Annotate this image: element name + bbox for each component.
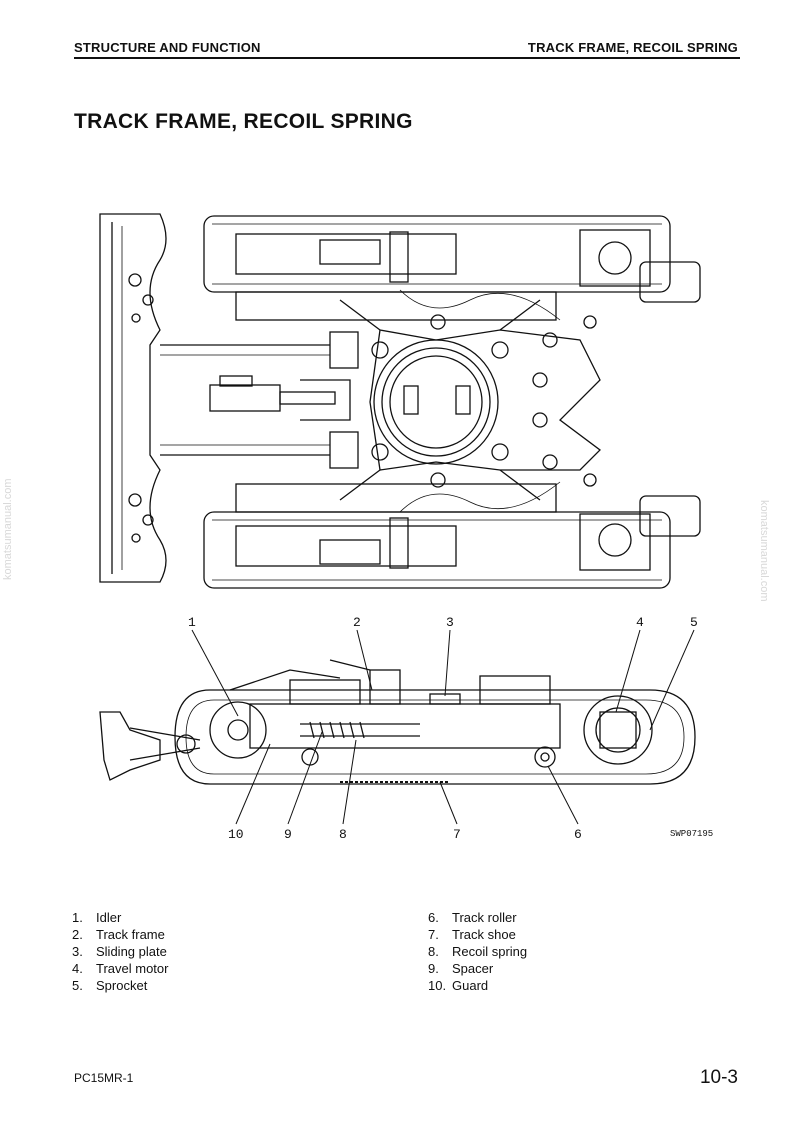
- callout-2: 2: [353, 615, 361, 630]
- legend-num: 6.: [428, 910, 439, 925]
- figure-code: SWP07195: [670, 829, 713, 839]
- legend-item: 2. Track frame: [72, 926, 168, 943]
- legend-item: 1. Idler: [72, 909, 168, 926]
- legend-label: Travel motor: [96, 961, 169, 976]
- legend-right: 6. Track roller 7. Track shoe 8. Recoil spr…: [428, 909, 527, 994]
- header-rule: [74, 57, 740, 59]
- legend-item: 4. Travel motor: [72, 960, 168, 977]
- header-section: STRUCTURE AND FUNCTION: [74, 40, 261, 55]
- legend-num: 8.: [428, 944, 439, 959]
- legend-item: 8. Recoil spring: [428, 943, 527, 960]
- legend-num: 3.: [72, 944, 83, 959]
- legend-item: 6. Track roller: [428, 909, 527, 926]
- legend-num: 7.: [428, 927, 439, 942]
- callout-1: 1: [188, 615, 196, 630]
- legend-label: Sprocket: [96, 978, 148, 993]
- legend-label: Idler: [96, 910, 122, 925]
- legend-num: 4.: [72, 961, 83, 976]
- legend-item: 10. Guard: [428, 977, 527, 994]
- legend-label: Track shoe: [452, 927, 516, 942]
- legend-left: 1. Idler 2. Track frame 3. Sliding plate 4.…: [72, 909, 168, 994]
- callout-10: 10: [228, 827, 244, 842]
- legend-label: Sliding plate: [96, 944, 167, 959]
- page-title: TRACK FRAME, RECOIL SPRING: [74, 110, 413, 133]
- callout-6: 6: [574, 827, 582, 842]
- callout-9: 9: [284, 827, 292, 842]
- side-view-drawing: [99, 659, 696, 785]
- page-number: 10-3: [699, 1067, 738, 1088]
- legend-label: Guard: [452, 978, 489, 993]
- legend-num: 5.: [72, 978, 83, 993]
- legend-label: Recoil spring: [452, 944, 528, 959]
- callout-7: 7: [453, 827, 461, 842]
- legend-label: Track frame: [96, 927, 165, 942]
- top-view-drawing: [99, 213, 701, 589]
- legend-num: 10.: [428, 978, 447, 993]
- footer-model: PC15MR-1: [74, 1071, 134, 1085]
- legend-num: 1.: [72, 910, 83, 925]
- legend-num: 9.: [428, 961, 439, 976]
- callout-4: 4: [636, 615, 644, 630]
- legend-label: Spacer: [452, 961, 494, 976]
- callout-5: 5: [690, 615, 698, 630]
- callout-3: 3: [446, 615, 454, 630]
- legend-item: 9. Spacer: [428, 960, 527, 977]
- legend-num: 2.: [72, 927, 83, 942]
- legend-item: 5. Sprocket: [72, 977, 168, 994]
- header-topic: TRACK FRAME, RECOIL SPRING: [527, 40, 738, 55]
- legend-item: 7. Track shoe: [428, 926, 527, 943]
- callout-8: 8: [339, 827, 347, 842]
- callout-leaders: [191, 629, 695, 825]
- legend-label: Track roller: [452, 910, 517, 925]
- callout-labels: 1 2 3 4 5 10 9 8 7 6 SWP07195: [188, 615, 713, 842]
- legend-item: 3. Sliding plate: [72, 943, 168, 960]
